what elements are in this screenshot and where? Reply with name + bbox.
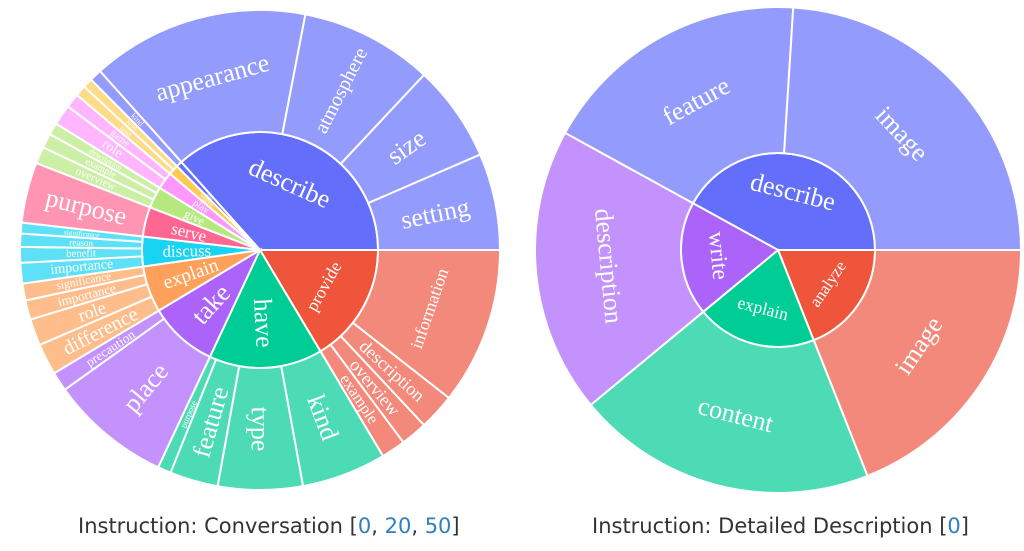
citation-link[interactable]: 0 [357,514,372,538]
caption-text: ] [960,514,969,538]
caption-separator: , [371,514,385,538]
caption-detailed-description: Instruction: Detailed Description [0] [592,514,969,538]
wedge-explain-content[interactable] [589,310,869,494]
label-discuss-reason: reason [69,237,94,248]
wedge-describe-feature[interactable] [563,6,795,205]
label-discuss: discuss [162,241,211,261]
citation-link[interactable]: 20 [384,514,412,538]
wedge-write-description[interactable] [534,131,705,407]
label-write: write [703,230,733,281]
wedge-describe-appearance[interactable] [98,9,307,164]
label-discuss-significance: significance [64,227,101,239]
label-depict: depict [206,192,215,201]
caption-text: Instruction: Conversation [ [78,514,358,538]
caption-text: ] [451,514,460,538]
caption-conversation: Instruction: Conversation [0, 20, 50] [78,514,460,538]
label-have-type: type [246,407,275,452]
wedge-depict-kind[interactable] [89,69,183,168]
label-discuss-importance: importance [50,257,114,278]
wedge-describe-image[interactable] [783,6,1023,251]
citation-link[interactable]: 50 [424,514,452,538]
caption-separator: , [411,514,425,538]
label-discuss-benefit: benefit [66,247,96,260]
wedge-analyze-image[interactable] [812,249,1023,478]
label-have: have [248,298,279,348]
caption-text: Instruction: Detailed Description [ [592,514,948,538]
citation-link[interactable]: 0 [947,514,961,538]
